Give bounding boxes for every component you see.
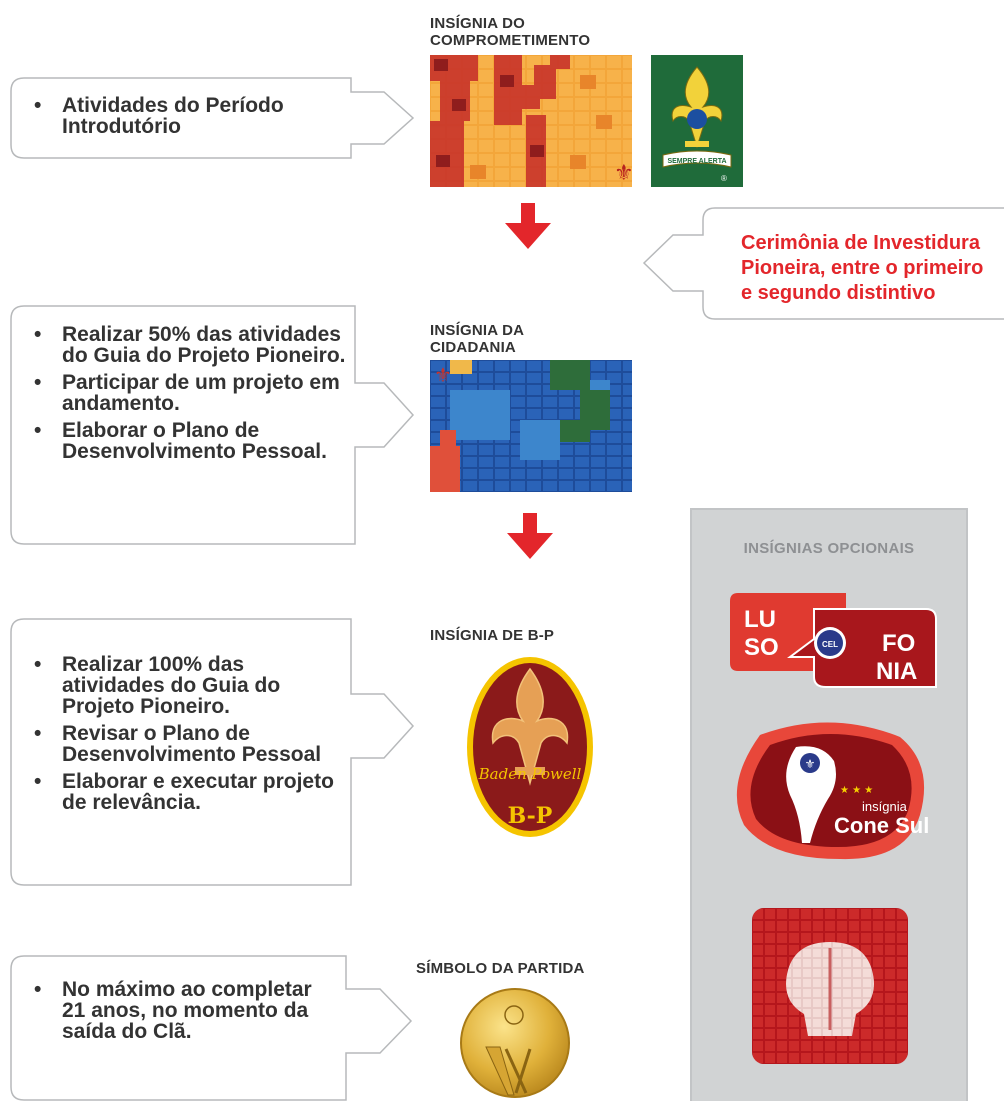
svg-text:⚜: ⚜ <box>614 161 632 186</box>
insignia-bp-image: Baden Powell B-P <box>467 657 593 837</box>
insignia-cidadania-image: ⚜ <box>430 360 632 492</box>
step4-requirements-callout: No máximo ao completar 21 anos, no momen… <box>10 955 413 1101</box>
optional-insignias-panel: INSÍGNIAS OPCIONAIS CEL LU SO FO NIA ⚜ ★… <box>690 508 968 1101</box>
list-item: Elaborar o Plano de Desenvolvimento Pess… <box>28 420 348 462</box>
callout-shape <box>642 207 1004 320</box>
lusofonia-fo: FO <box>882 630 915 657</box>
simbolo-partida-image <box>460 988 570 1098</box>
step2-title: INSÍGNIA DA CIDADANIA <box>430 322 524 356</box>
lusofonia-badge-image: CEL LU SO FO NIA <box>730 593 937 688</box>
step4-bullet-list: No máximo ao completar 21 anos, no momen… <box>28 979 328 1042</box>
ceremony-text-line: Pioneira, entre o primeiro <box>741 257 984 279</box>
list-item: Realizar 50% das atividades do Guia do P… <box>28 324 348 366</box>
down-arrow-icon <box>507 513 553 559</box>
svg-text:⚜: ⚜ <box>434 363 452 387</box>
ceremony-text-line: e segundo distintivo <box>741 282 936 304</box>
cone-sul-small-text: insígnia <box>862 799 908 814</box>
cone-sul-big-text: Cone Sul <box>834 813 929 838</box>
optional-mosaic-badge-image <box>752 908 908 1064</box>
list-item: Atividades do Período Introdutório <box>28 95 328 137</box>
cel-logo-text: CEL <box>822 640 838 649</box>
step1-bullet-list: Atividades do Período Introdutório <box>28 95 328 137</box>
optional-panel-title: INSÍGNIAS OPCIONAIS <box>743 540 915 557</box>
svg-text:★ ★ ★: ★ ★ ★ <box>840 785 873 796</box>
list-item: Revisar o Plano de Desenvolvimento Pesso… <box>28 723 344 765</box>
badge-motto: SEMPRE ALERTA <box>667 158 726 165</box>
list-item: Elaborar e executar projeto de relevânci… <box>28 771 344 813</box>
insignia-comprometimento-image: ⚜ <box>430 55 632 187</box>
escoteiro-badge-image: SEMPRE ALERTA ® <box>651 55 743 187</box>
title-line: COMPROMETIMENTO <box>430 32 591 49</box>
down-arrow-icon <box>505 203 551 249</box>
list-item: Participar de um projeto em andamento. <box>28 372 348 414</box>
badge-label: B-P <box>508 803 553 829</box>
lusofonia-nia: NIA <box>876 658 917 685</box>
ceremony-text-line: Cerimônia de Investidura <box>741 232 980 254</box>
title-line: INSÍGNIA DO <box>430 15 525 32</box>
step3-bullet-list: Realizar 100% das atividades do Guia do … <box>28 654 344 813</box>
step1-title: INSÍGNIA DO COMPROMETIMENTO <box>430 15 590 49</box>
list-item: No máximo ao completar 21 anos, no momen… <box>28 979 328 1042</box>
badge-script: Baden Powell <box>478 765 582 783</box>
step4-requirements-callout <box>10 710 414 810</box>
svg-text:⚜: ⚜ <box>805 757 816 771</box>
step2-bullet-list: Realizar 50% das atividades do Guia do P… <box>28 324 348 462</box>
lusofonia-lu: LU <box>744 606 776 633</box>
title-line: INSÍGNIA DA <box>430 322 525 339</box>
step3-requirements-callout: Realizar 100% das atividades do Guia do … <box>10 618 415 886</box>
step3-title: INSÍGNIA DE B-P <box>430 627 555 644</box>
lusofonia-so: SO <box>744 634 779 661</box>
cone-sul-badge-image: ⚜ ★ ★ ★ insígnia Cone Sul <box>736 722 929 860</box>
svg-text:®: ® <box>721 174 727 183</box>
ceremony-callout: Cerimônia de Investidura Pioneira, entre… <box>642 207 1004 320</box>
step2-requirements-callout: Realizar 50% das atividades do Guia do P… <box>10 305 415 545</box>
step1-requirements-callout: Atividades do Período Introdutório <box>10 77 415 159</box>
list-item: Realizar 100% das atividades do Guia do … <box>28 654 344 717</box>
step4-title: SÍMBOLO DA PARTIDA <box>416 960 585 977</box>
title-line: CIDADANIA <box>430 339 516 356</box>
